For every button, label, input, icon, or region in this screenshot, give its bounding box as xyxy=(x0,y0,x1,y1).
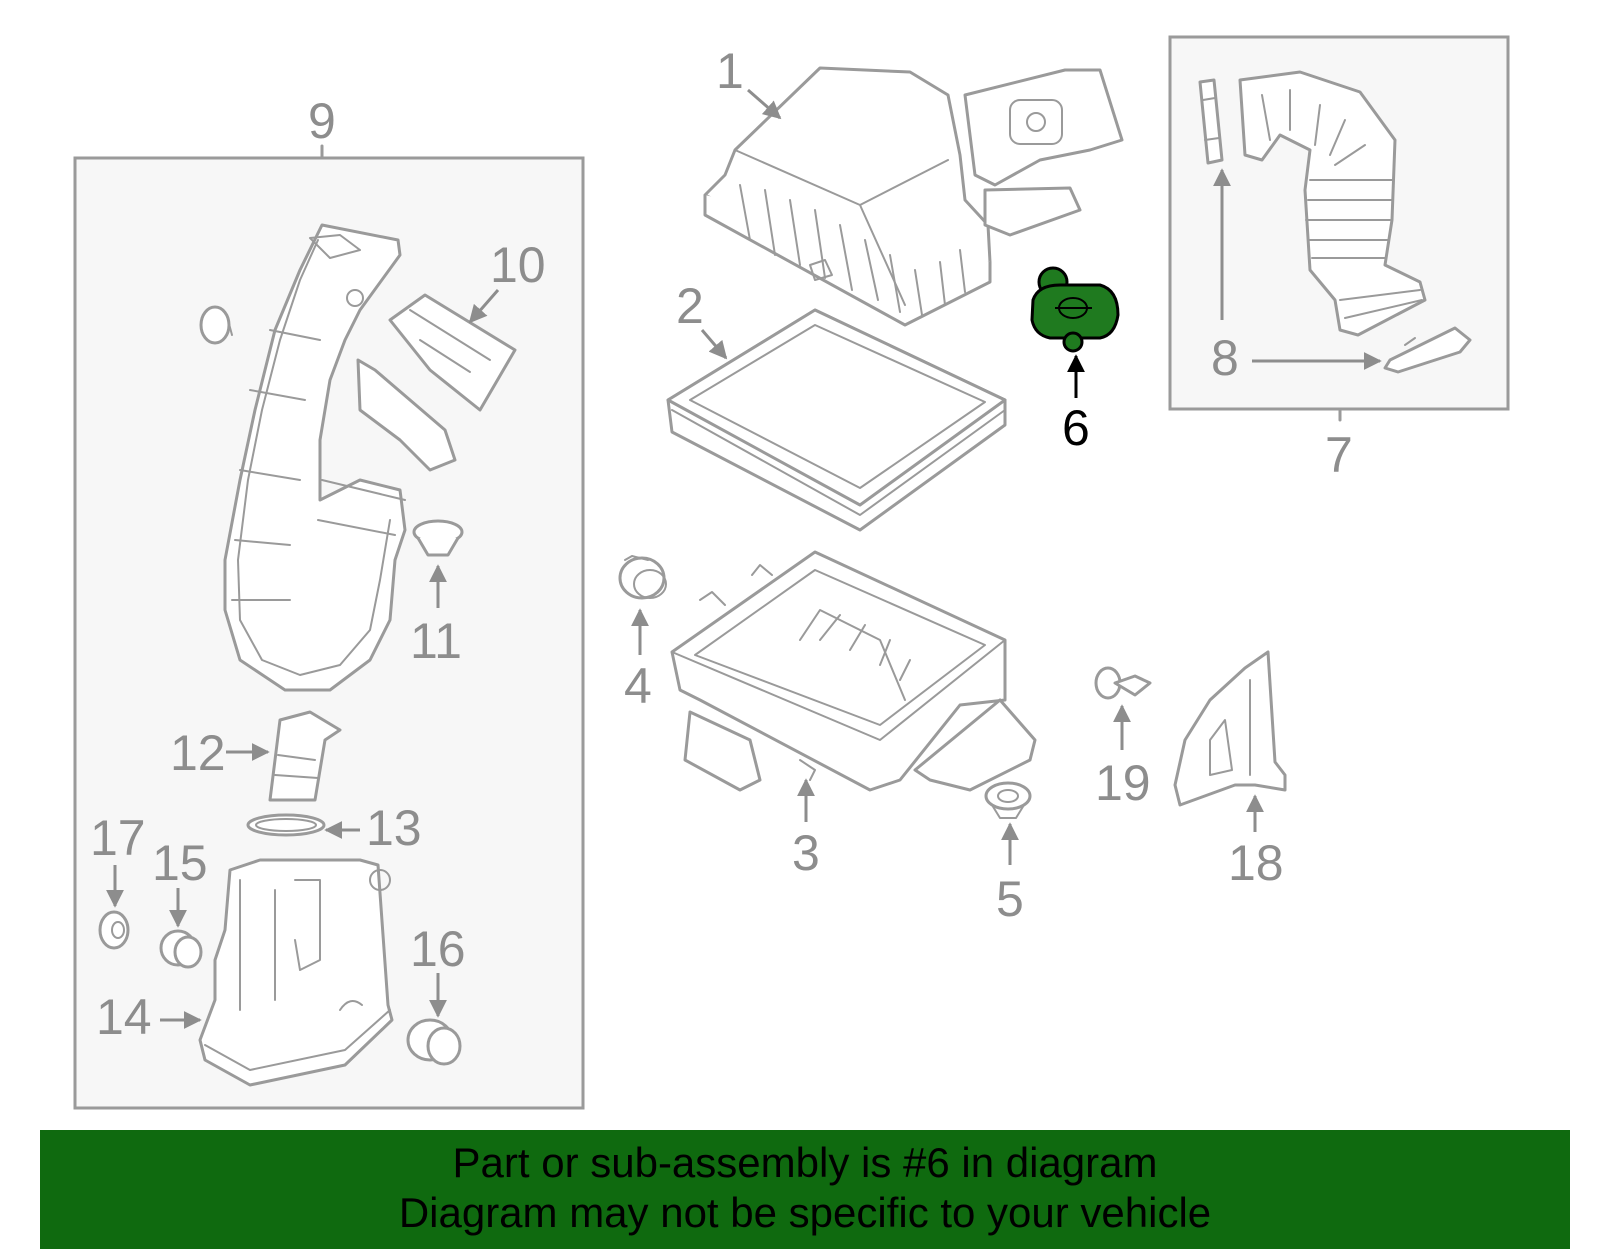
callout-8: 8 xyxy=(1211,168,1382,386)
callout-7-label: 7 xyxy=(1325,427,1353,483)
callout-10-label: 10 xyxy=(490,237,546,293)
callout-3-label: 3 xyxy=(792,825,820,881)
callout-19-label: 19 xyxy=(1095,755,1151,811)
info-banner: Part or sub-assembly is #6 in diagram Di… xyxy=(40,1130,1570,1249)
callout-11: 11 xyxy=(410,564,462,669)
part-14-resonator[interactable] xyxy=(198,858,394,1087)
callout-9: 9 xyxy=(308,93,336,149)
part-2-air-filter[interactable] xyxy=(666,308,1007,532)
callout-13: 13 xyxy=(324,800,422,856)
part-4-grommet[interactable] xyxy=(618,555,667,600)
part-19-push-pin[interactable] xyxy=(1094,666,1152,700)
callout-12-label: 12 xyxy=(170,725,226,781)
callout-6-label: 6 xyxy=(1062,400,1090,456)
callout-2-label: 2 xyxy=(676,278,704,334)
part-5-grommet[interactable] xyxy=(984,781,1032,819)
part-8-clamp[interactable] xyxy=(1198,78,1472,374)
part-11-plug[interactable] xyxy=(412,519,464,557)
callout-17-label: 17 xyxy=(90,810,146,866)
part-12-connector[interactable] xyxy=(268,710,342,802)
callout-5: 5 xyxy=(996,822,1024,927)
callout-12: 12 xyxy=(170,725,270,781)
callout-11-label: 11 xyxy=(410,613,462,669)
callout-8-label: 8 xyxy=(1211,330,1239,386)
part-9-clip xyxy=(199,305,233,345)
callout-6: 6 xyxy=(1062,354,1090,456)
callout-17: 17 xyxy=(90,810,146,908)
callout-15: 15 xyxy=(152,835,208,928)
banner-line-2: Diagram may not be specific to your vehi… xyxy=(398,1189,1212,1236)
callout-16: 16 xyxy=(410,921,466,1018)
callout-19: 19 xyxy=(1095,704,1151,811)
part-3-air-cleaner-housing[interactable] xyxy=(670,550,1037,792)
callout-18: 18 xyxy=(1228,794,1284,891)
part-10-bracket[interactable] xyxy=(388,293,517,412)
callout-14: 14 xyxy=(96,989,202,1045)
callout-1-label: 1 xyxy=(716,43,744,99)
callout-4: 4 xyxy=(624,608,652,714)
part-15-bushing[interactable] xyxy=(159,929,203,969)
callout-4-label: 4 xyxy=(624,658,652,714)
callout-18-label: 18 xyxy=(1228,835,1284,891)
callout-5-label: 5 xyxy=(996,871,1024,927)
callout-15-label: 15 xyxy=(152,835,208,891)
callout-14-label: 14 xyxy=(96,989,152,1045)
part-17-nut[interactable] xyxy=(98,910,130,950)
callout-13-label: 13 xyxy=(366,800,422,856)
callout-9-label: 9 xyxy=(308,93,336,149)
part-18-bracket[interactable] xyxy=(1173,650,1287,807)
part-13-gasket[interactable] xyxy=(246,813,326,837)
part-1-air-cleaner-cover[interactable] xyxy=(703,66,1124,327)
part-7-intake-hose[interactable] xyxy=(1238,70,1427,337)
banner-line-1: Part or sub-assembly is #6 in diagram xyxy=(452,1139,1158,1186)
callout-3: 3 xyxy=(792,778,820,881)
callout-10: 10 xyxy=(468,237,546,324)
part-6-highlighted-sensor[interactable] xyxy=(1030,266,1120,353)
callout-7: 7 xyxy=(1325,427,1353,483)
part-16-bushing[interactable] xyxy=(406,1018,462,1066)
callout-2: 2 xyxy=(676,278,728,360)
callout-16-label: 16 xyxy=(410,921,466,977)
callout-1: 1 xyxy=(716,43,782,120)
part-9-intake-duct[interactable] xyxy=(223,223,457,692)
